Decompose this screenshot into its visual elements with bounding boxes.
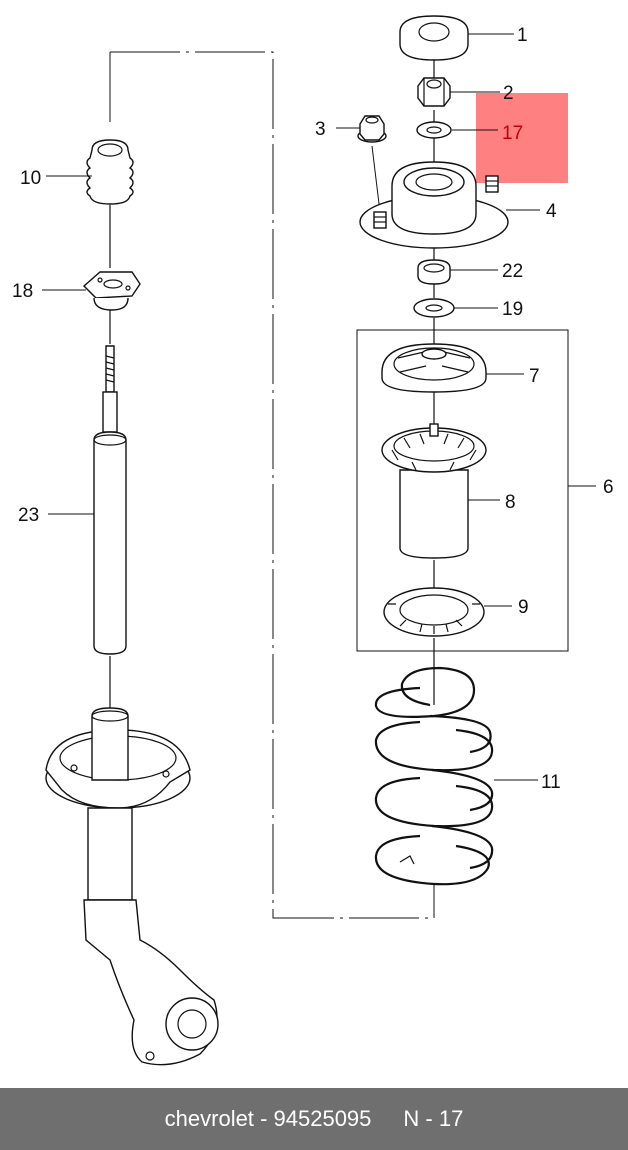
callout-6: 6	[603, 477, 614, 498]
footer-brand: chevrolet	[164, 1106, 254, 1131]
callout-2: 2	[503, 83, 514, 104]
callout-17: 17	[502, 123, 523, 144]
part-spring-seat-boot	[381, 423, 487, 559]
stud-guide-line	[371, 145, 381, 213]
part-bearing	[381, 343, 487, 393]
footer-separator: -	[260, 1106, 268, 1131]
part-bump-stop	[86, 139, 134, 205]
part-bushing	[417, 259, 451, 285]
part-shock-absorber	[93, 345, 127, 655]
callout-10: 10	[20, 168, 41, 189]
callout-7: 7	[529, 366, 540, 387]
part-coil-spring	[374, 666, 494, 886]
callout-1: 1	[517, 25, 528, 46]
kit-group-box	[356, 329, 569, 652]
callout-19: 19	[502, 299, 523, 320]
callout-3: 3	[315, 119, 326, 140]
part-bracket	[82, 271, 141, 311]
part-strut-mount	[359, 161, 509, 249]
part-nut	[417, 77, 451, 107]
callout-8: 8	[505, 492, 516, 513]
callout-23: 23	[18, 505, 39, 526]
part-flange-nut	[357, 115, 387, 143]
callout-22: 22	[502, 261, 523, 282]
part-washer	[416, 121, 452, 139]
highlight-box	[476, 93, 568, 183]
callout-9: 9	[518, 597, 529, 618]
part-top-mount-cap	[399, 15, 469, 61]
leader-lines	[42, 33, 596, 781]
callout-4: 4	[546, 201, 557, 222]
assembly-connector-line	[109, 51, 435, 919]
footer-part-number: 94525095	[273, 1106, 372, 1131]
callout-18: 18	[12, 281, 33, 302]
part-lower-spring-seat	[383, 587, 485, 637]
part-strut-body-knuckle	[45, 707, 219, 1066]
footer-bar: chevrolet - 94525095 N - 17	[0, 1088, 628, 1150]
part-lower-washer	[413, 298, 455, 318]
callout-11: 11	[541, 772, 561, 793]
strut-assembly-diagram: 1 2 3 17 4 22 19 7 6 8 9 11 10 18 23	[12, 15, 614, 1066]
footer-page-ref: N - 17	[403, 1106, 464, 1131]
